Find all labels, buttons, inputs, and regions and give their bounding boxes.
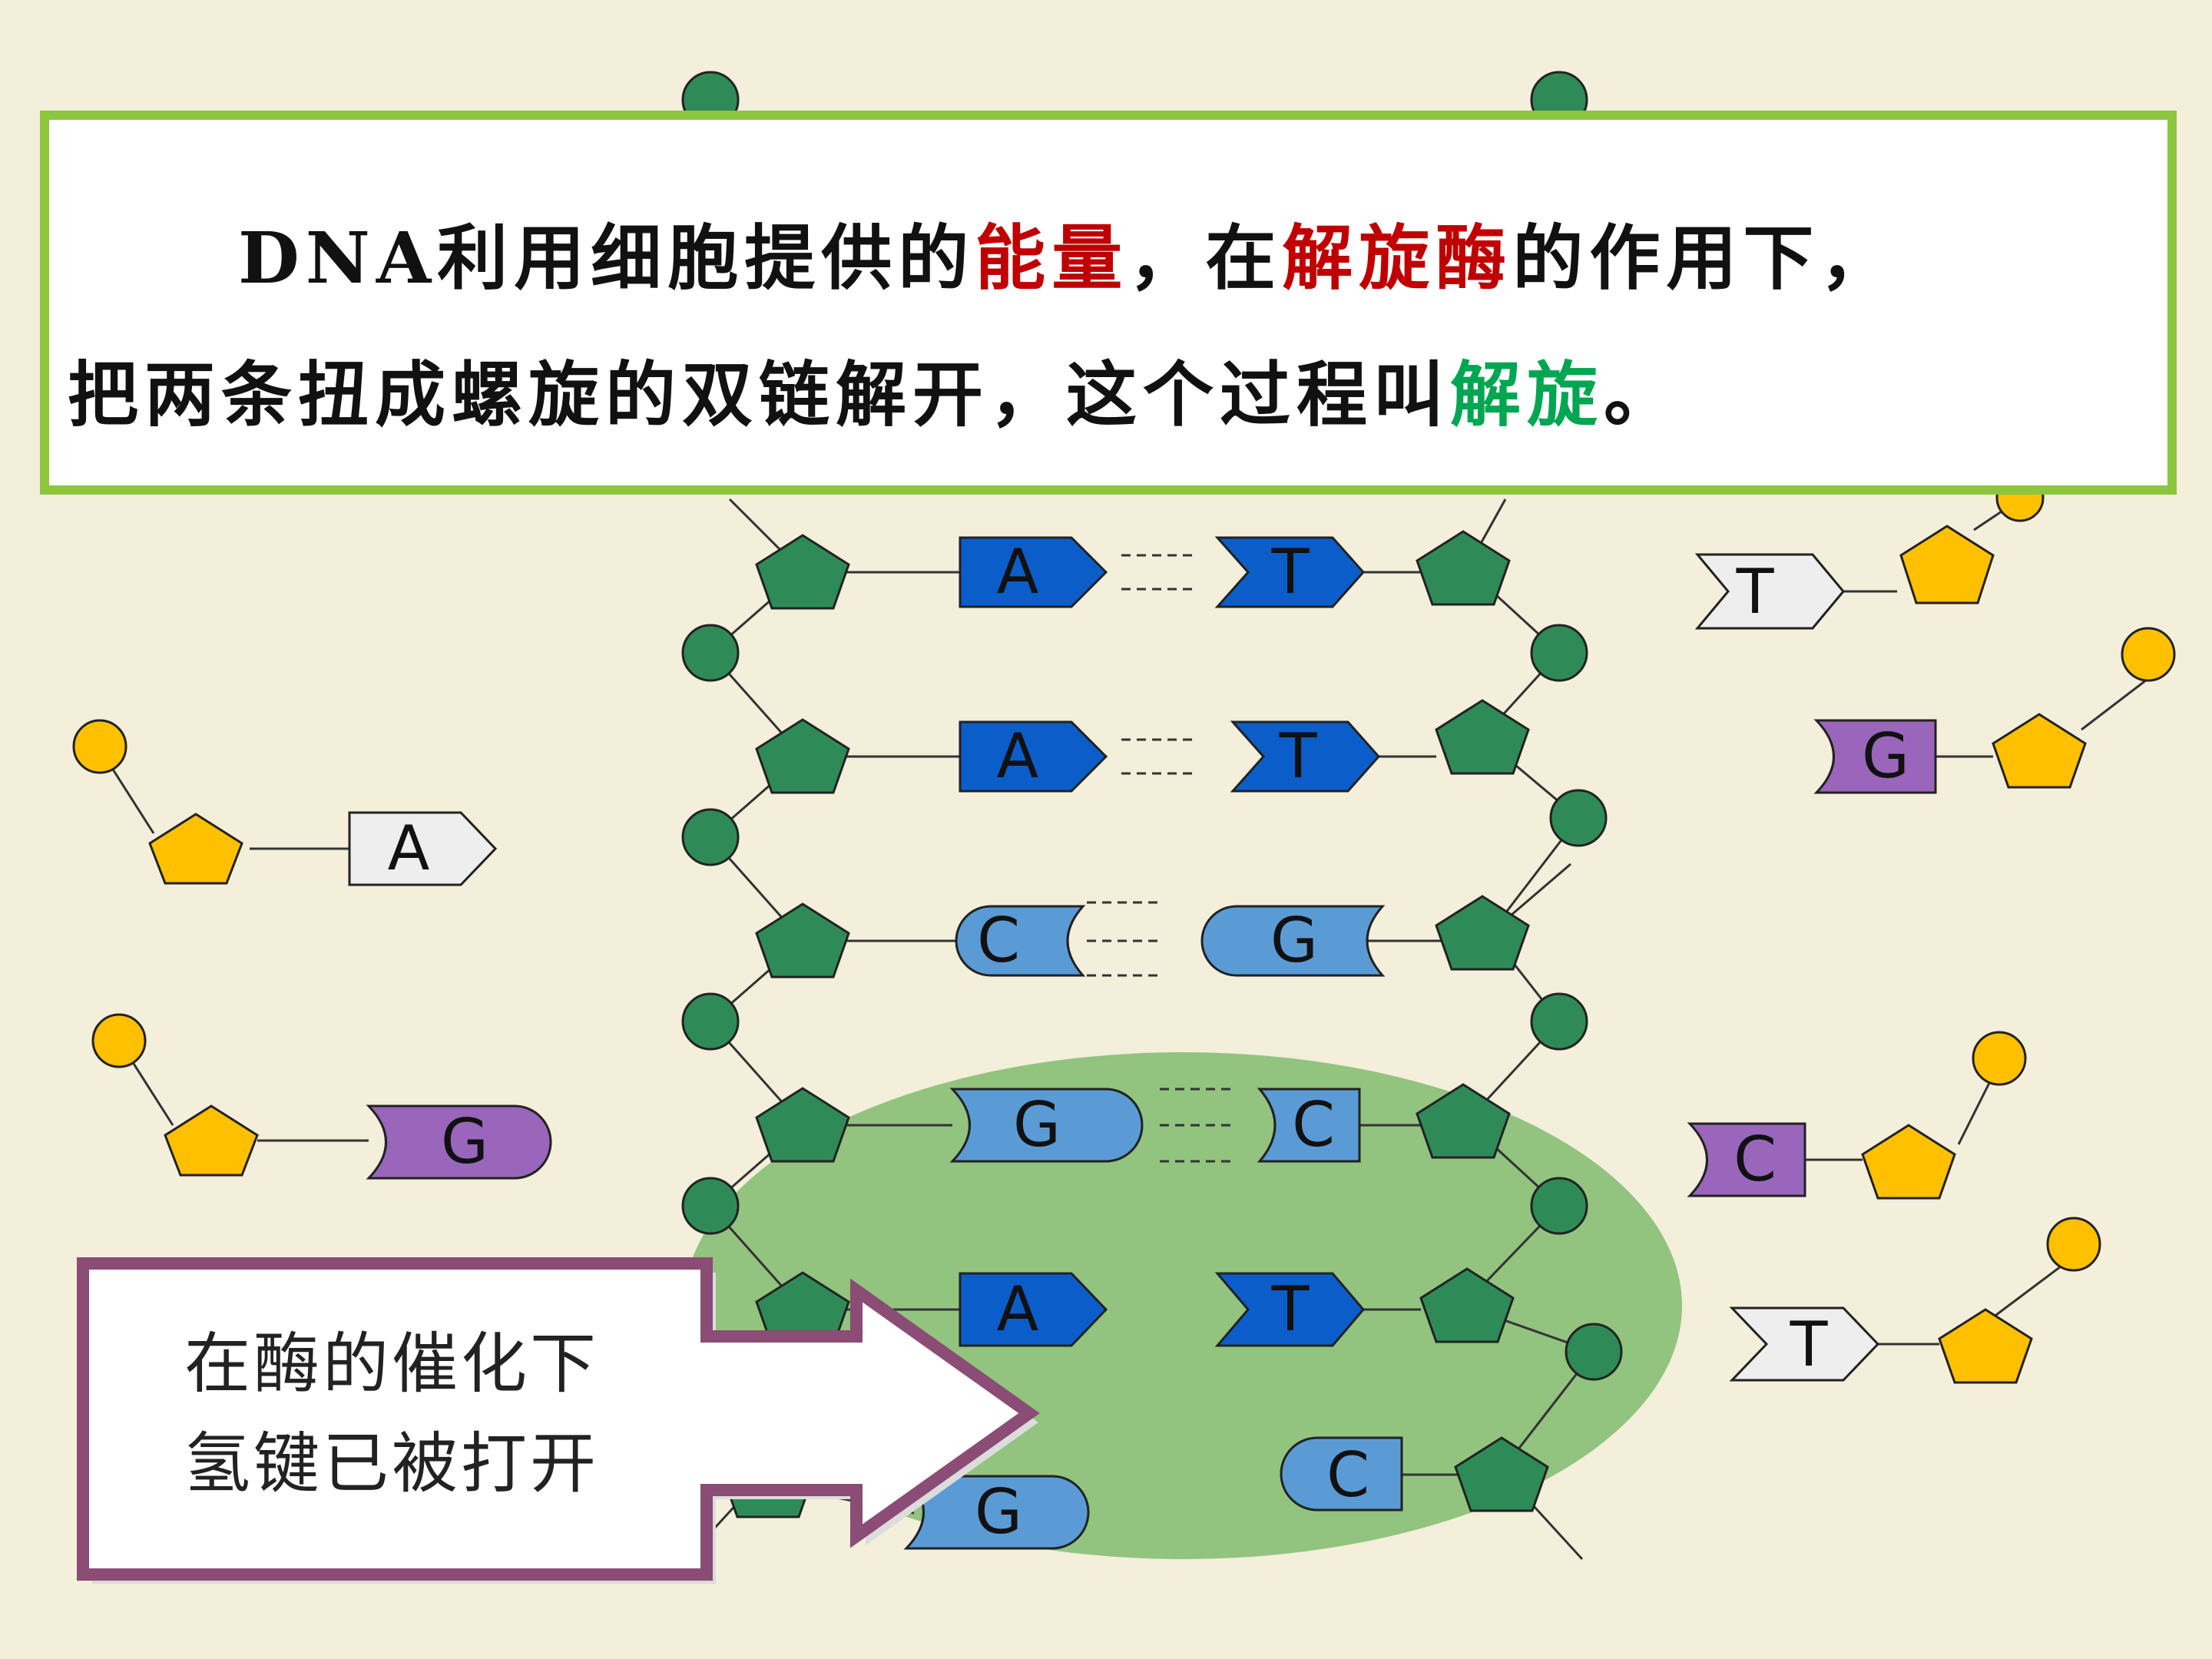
title-text: DNA利用细胞提供的 <box>238 217 975 300</box>
title-highlight-unwinding: 解旋 <box>1450 353 1604 436</box>
base-r4: C <box>1257 1088 1361 1163</box>
hydrogen-bonds <box>1087 554 1237 1163</box>
svg-text:G: G <box>1862 720 1909 792</box>
base-l1: A <box>959 536 1108 608</box>
svg-text:C: C <box>1326 1439 1369 1511</box>
free-base-g: G <box>366 1104 552 1180</box>
callout-line-2: 氢键已被打开 <box>184 1426 599 1502</box>
svg-text:A: A <box>997 720 1039 792</box>
svg-text:C: C <box>977 905 1020 976</box>
base-r3: G <box>1200 905 1386 977</box>
svg-text:T: T <box>1271 536 1310 608</box>
svg-text:G: G <box>1270 905 1318 976</box>
free-base-t2: T <box>1729 1306 1880 1382</box>
base-r1: T <box>1214 536 1366 608</box>
title-box <box>40 111 2177 495</box>
svg-text:G: G <box>441 1106 488 1177</box>
svg-text:T: T <box>1736 556 1775 628</box>
svg-text:T: T <box>1790 1309 1829 1380</box>
base-r5: T <box>1214 1272 1365 1347</box>
title-highlight-energy: 能量 <box>975 217 1129 300</box>
svg-text:T: T <box>1271 1273 1310 1345</box>
callout-line-1: 在酶的催化下 <box>184 1326 599 1402</box>
strand-sugars <box>720 530 1549 1518</box>
title-highlight-helicase: 解旋酶 <box>1282 217 1513 300</box>
svg-text:A: A <box>388 813 430 884</box>
title-text: 把两条扭成螺旋的双链解开，这个过程叫 <box>68 353 1451 436</box>
base-l6: G <box>903 1475 1090 1550</box>
base-l4: G <box>949 1088 1144 1163</box>
base-l3: C <box>955 905 1086 977</box>
title-text: 的作用下， <box>1512 217 1897 300</box>
svg-text:A: A <box>997 536 1039 608</box>
svg-text:T: T <box>1279 720 1318 792</box>
svg-text:C: C <box>1734 1124 1777 1195</box>
svg-text:C: C <box>1292 1089 1335 1161</box>
free-base-t1: T <box>1694 553 1845 630</box>
base-l5: A <box>959 1272 1108 1347</box>
free-base-a: A <box>348 811 498 886</box>
base-r6: C <box>1280 1436 1403 1512</box>
callout-arrow <box>77 1257 1040 1584</box>
title-text: ，在 <box>1128 217 1283 300</box>
base-l2: A <box>959 720 1108 793</box>
free-base-g2: G <box>1813 719 1937 794</box>
base-r2: T <box>1230 720 1381 793</box>
free-base-c: C <box>1687 1122 1806 1197</box>
svg-text:A: A <box>997 1273 1039 1345</box>
svg-text:G: G <box>1013 1089 1061 1161</box>
title-text: 。 <box>1604 353 1681 436</box>
title-line-2: 把两条扭成螺旋的双链解开，这个过程叫解旋。 <box>68 338 1681 440</box>
title-line-1: DNA利用细胞提供的能量，在解旋酶的作用下， <box>238 201 1896 303</box>
svg-text:G: G <box>975 1476 1022 1548</box>
